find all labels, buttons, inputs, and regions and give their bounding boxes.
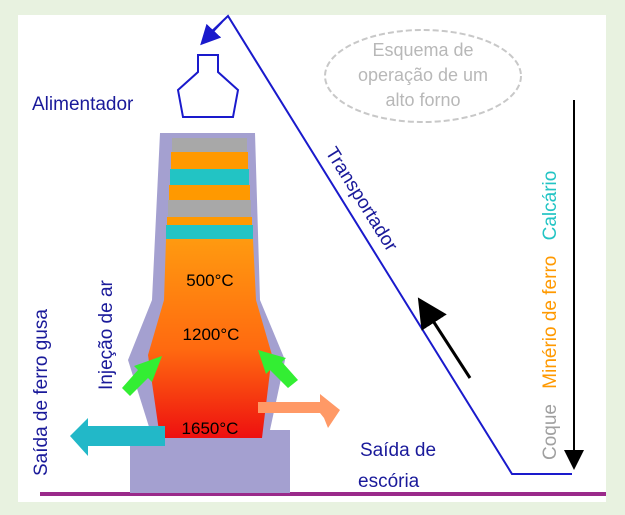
conveyor-arrow-head: [200, 21, 223, 46]
layer-minerio-1: [171, 152, 248, 169]
pig-iron-arrow: [70, 418, 165, 456]
layer-minerio-2: [169, 185, 250, 200]
layer-coque-2: [168, 200, 251, 217]
conveyor-direction-arrow: [417, 297, 472, 379]
title-bubble: [324, 29, 522, 123]
layer-calcario-2: [166, 225, 253, 239]
layer-calcario-1: [170, 169, 249, 185]
material-minerio: Minério de ferro: [540, 256, 561, 389]
conveyor-label: Transportador: [321, 144, 402, 256]
material-calcario: Calcário: [540, 171, 561, 241]
slag-label-line-1: Saída de: [360, 440, 436, 461]
air-injection-label: Injeção de ar: [96, 279, 117, 390]
layer-coque-top: [172, 138, 247, 152]
title-line-3: alto forno: [385, 90, 460, 110]
material-coque: Coque: [540, 404, 561, 460]
furnace-base: [130, 428, 290, 493]
feeder-hopper: [176, 54, 240, 118]
furnace-hot-zone: [148, 239, 272, 438]
pig-iron-label: Saída de ferro gusa: [31, 309, 52, 476]
temp-500: 500°C: [186, 271, 233, 290]
title-line-2: operação de um: [358, 65, 488, 85]
materials-label: Coque Minério de ferro Calcário: [540, 171, 561, 460]
feeder-label: Alimentador: [32, 94, 134, 115]
air-arrow-right: [258, 350, 298, 388]
title-line-1: Esquema de: [372, 40, 473, 60]
temp-1200: 1200°C: [183, 325, 240, 344]
air-arrow-left: [122, 356, 162, 396]
slag-arrow: [258, 394, 340, 428]
slag-label-line-2: escória: [358, 471, 420, 492]
temp-1650: 1650°C: [182, 419, 239, 438]
layer-minerio-3: [167, 217, 252, 225]
